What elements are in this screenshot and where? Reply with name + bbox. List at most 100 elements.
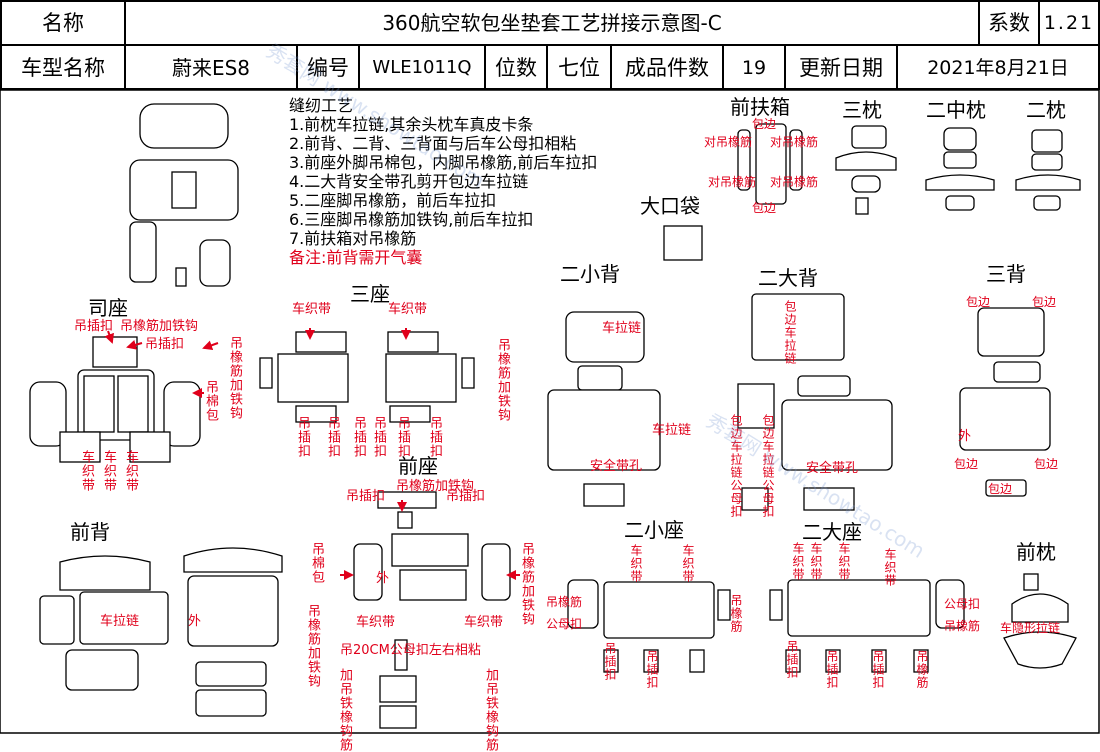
process-step-7: 7.前扶箱对吊橡筋 <box>289 229 417 248</box>
second-small-back-zipper: 车拉链 <box>602 321 642 336</box>
second-mid-pillow-pieces <box>925 127 995 211</box>
second-small-seat-belt-1: 车织带 <box>629 544 643 583</box>
second-large-seat-clip-2: 吊插扣 <box>825 650 839 689</box>
front-pillow-hidden-zipper: 车隐形拉链 <box>1000 621 1061 635</box>
driver-sew-belt-1: 车织带 <box>79 450 94 492</box>
date-value: 2021年8月21日 <box>898 46 1100 90</box>
third-hang-elastic-left: 吊橡筋加铁钩 <box>227 336 242 420</box>
section-second-small-seat: 二小座 <box>624 518 684 542</box>
front-hang-20cm-clip: 吊20CM公母扣左右相粘 <box>340 643 481 658</box>
third-back-pieces <box>959 307 1051 497</box>
front-hang-elastic-right: 吊橡筋加铁钩 <box>519 542 534 626</box>
third-hang-clip-5: 吊插扣 <box>395 416 410 458</box>
series-value: 1.21 <box>1040 2 1100 44</box>
third-hang-clip-2: 吊插扣 <box>325 416 340 458</box>
section-front-back: 前背 <box>70 520 110 544</box>
header-row-1: 名称 360航空软包坐垫套工艺拼接示意图-C 系数 1.21 <box>0 0 1100 44</box>
third-back-binding-right: 包边 <box>1032 295 1057 309</box>
third-back-outer: 外 <box>958 429 972 444</box>
second-small-back-belt-hole: 安全带孔 <box>590 459 643 474</box>
front-add-hook-right: 加吊铁橡钩筋 <box>483 668 498 752</box>
driver-sew-belt-3: 车织带 <box>123 450 138 492</box>
front-seat-pieces <box>353 491 511 729</box>
front-hang-clip-left: 吊插扣 <box>346 489 386 504</box>
armrest-pair-elastic-3: 对吊橡筋 <box>708 175 757 189</box>
process-step-1: 1.前枕车拉链,其余头枕车真皮卡条 <box>289 115 534 134</box>
process-step-5: 5.二座脚吊橡筋，前后车拉扣 <box>289 191 497 210</box>
front-back-zipper: 车拉链 <box>100 614 140 629</box>
seat-overview-drawing <box>129 103 239 287</box>
section-front-armrest: 前扶箱 <box>730 95 790 119</box>
front-back-pieces <box>39 547 283 717</box>
section-front-seat: 前座 <box>398 454 438 478</box>
section-second-large-seat: 二大座 <box>802 520 862 544</box>
section-second-large-back: 二大背 <box>758 266 818 290</box>
second-large-back-binding-clip-right: 包边车拉链公母扣 <box>761 414 775 518</box>
third-sew-belt-right: 车织带 <box>388 302 428 317</box>
name-label: 名称 <box>2 2 126 44</box>
section-front-pillow: 前枕 <box>1016 540 1056 564</box>
second-small-back-pieces <box>547 311 661 507</box>
driver-hang-cotton-pack: 吊棉包 <box>203 380 218 422</box>
pieces-label: 成品件数 <box>612 46 724 90</box>
armrest-binding-bottom: 包边 <box>752 201 777 215</box>
driver-hang-clip-side: 吊插扣 <box>145 337 185 352</box>
header-row-2: 车型名称 蔚来ES8 编号 WLE1011Q 位数 七位 成品件数 19 更新日… <box>0 44 1100 90</box>
date-label: 更新日期 <box>786 46 898 90</box>
seats-label: 位数 <box>486 46 548 90</box>
annotation-arrows <box>104 328 520 580</box>
third-back-binding-center: 包边 <box>988 482 1013 496</box>
second-pillow-pieces <box>1015 129 1081 211</box>
pieces-value: 19 <box>724 46 786 90</box>
section-driver-seat: 司座 <box>88 296 128 320</box>
third-hang-clip-1: 吊插扣 <box>295 416 310 458</box>
front-hang-cotton-pack: 吊棉包 <box>309 542 324 584</box>
process-note: 备注:前背需开气囊 <box>289 248 423 267</box>
front-sew-belt-right: 车织带 <box>464 615 504 630</box>
second-large-seat-clip-1: 吊插扣 <box>785 640 799 679</box>
second-large-seat-hang-elastic-right: 吊橡筋 <box>944 619 981 633</box>
second-small-seat-clip-1: 吊插扣 <box>603 642 617 681</box>
section-second-pillow: 二枕 <box>1026 98 1066 122</box>
front-sew-belt-left: 车织带 <box>356 615 396 630</box>
code-label: 编号 <box>298 46 360 90</box>
front-back-outer: 外 <box>188 614 202 629</box>
second-large-back-binding-clip-left: 包边车拉链公母扣 <box>729 414 743 518</box>
process-title: 缝纫工艺 <box>289 96 354 115</box>
driver-hang-clip-top: 吊插扣 <box>74 319 114 334</box>
third-hang-clip-4: 吊插扣 <box>371 416 386 458</box>
big-pocket-piece <box>663 225 703 261</box>
second-large-seat-male-female: 公母扣 <box>944 597 981 611</box>
driver-seat-pieces <box>29 336 201 463</box>
section-third-back: 三背 <box>986 262 1026 286</box>
third-pillow-pieces <box>835 125 897 215</box>
second-small-seat-pieces <box>567 579 731 673</box>
third-hang-elastic-right: 吊橡筋加铁钩 <box>495 338 510 422</box>
front-pillow-pieces <box>1003 573 1077 669</box>
armrest-pair-elastic-4: 对吊橡筋 <box>770 175 819 189</box>
section-big-pocket: 大口袋 <box>640 194 700 218</box>
second-small-seat-male-female: 公母扣 <box>546 617 583 631</box>
second-large-seat-hang-elastic: 吊橡筋 <box>915 650 929 689</box>
front-hang-elastic-left: 吊橡筋加铁钩 <box>305 604 320 688</box>
process-step-4: 4.二大背安全带孔剪开包边车拉链 <box>289 172 529 191</box>
front-outer: 外 <box>376 571 390 586</box>
third-back-binding-bottom-left: 包边 <box>954 457 979 471</box>
second-small-back-zipper-2: 车拉链 <box>652 423 692 438</box>
process-step-6: 6.三座脚吊橡筋加铁钩,前后车拉扣 <box>289 210 534 229</box>
diagram-title: 360航空软包坐垫套工艺拼接示意图-C <box>126 2 980 44</box>
second-large-seat-belt-2: 车织带 <box>809 542 823 581</box>
second-large-back-binding-zipper: 包边车拉链 <box>783 300 797 365</box>
driver-hang-elastic-hook: 吊橡筋加铁钩 <box>120 319 199 334</box>
section-second-small-back: 二小背 <box>560 262 620 286</box>
series-label: 系数 <box>980 2 1040 44</box>
armrest-binding-top: 包边 <box>752 117 777 131</box>
third-seat-pieces <box>259 331 475 423</box>
third-back-binding-bottom-right: 包边 <box>1034 457 1059 471</box>
second-large-seat-belt-3: 车织带 <box>837 542 851 581</box>
second-large-seat-belt-4: 车织带 <box>883 548 897 587</box>
process-step-2: 2.前背、二背、三背面与后车公母扣相粘 <box>289 134 577 153</box>
front-add-hook-left: 加吊铁橡钩筋 <box>337 668 352 752</box>
second-small-seat-clip-2: 吊插扣 <box>645 650 659 689</box>
